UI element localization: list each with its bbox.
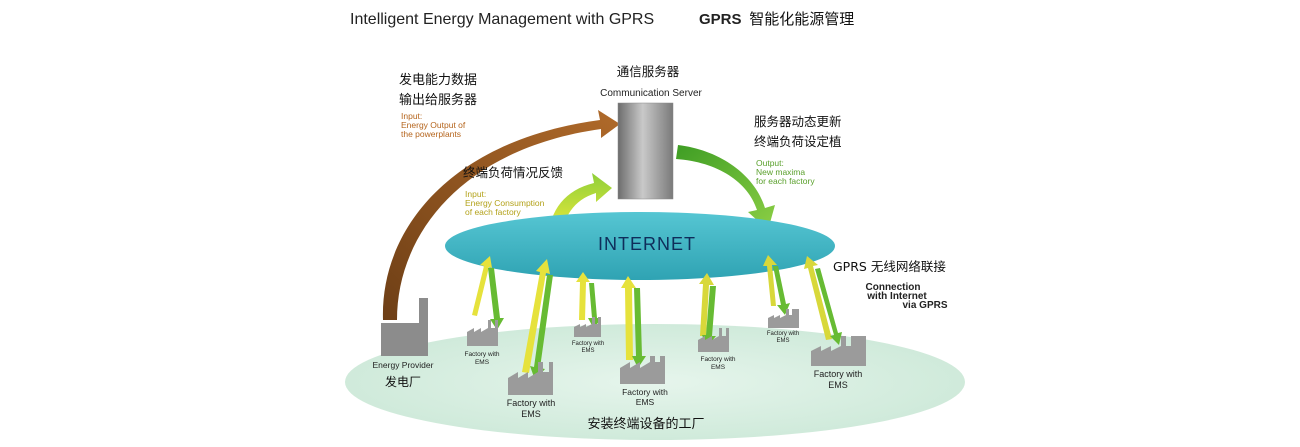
- communication-server: [617, 102, 674, 200]
- gprs-arrow-up: [472, 256, 492, 316]
- factory-label: EMS: [776, 338, 789, 344]
- gprs-arrow-down: [702, 286, 716, 347]
- gprs-arrow-up: [763, 255, 777, 306]
- factory-label: EMS: [828, 380, 848, 390]
- factory-label: Factory with: [622, 387, 668, 397]
- factory-icon: [508, 362, 553, 395]
- energy-output-label-en-2: Energy Output of: [401, 120, 466, 130]
- energy-output-arrow: [382, 110, 620, 320]
- energy-output-label-cn-1: 发电能力数据: [399, 72, 477, 88]
- title-chinese: GPRS 智能化能源管理: [699, 10, 854, 28]
- factory-1: Factory with EMS: [464, 320, 500, 366]
- factory-5: Factory with EMS: [698, 328, 736, 371]
- gprs-arrow-down: [815, 268, 842, 345]
- factory-icon: [620, 356, 665, 384]
- factory-4: Factory with EMS: [620, 356, 668, 407]
- factory-icon: [467, 320, 498, 346]
- factory-label: EMS: [711, 364, 726, 371]
- factory-icon: [574, 317, 601, 337]
- factory-2: Factory with EMS: [507, 362, 556, 419]
- gprs-label-en-1: Connection: [866, 282, 921, 293]
- gprs-arrows: [472, 255, 842, 380]
- gprs-arrow-up: [621, 276, 636, 360]
- factory-7: Factory with EMS: [811, 336, 866, 390]
- consumption-label-en-3: of each factory: [465, 207, 522, 217]
- factory-label: Factory with: [464, 351, 499, 358]
- title-english: Intelligent Energy Management with GPRS: [350, 11, 654, 28]
- update-label-cn-2: 终端负荷设定植: [754, 134, 842, 149]
- title-chinese-prefix: GPRS: [699, 11, 742, 28]
- gprs-arrow-down: [488, 268, 504, 330]
- update-label-en-2: New maxima: [756, 167, 805, 177]
- gprs-label-en-3: via GPRS: [902, 300, 947, 311]
- energy-provider-label-cn: 发电厂: [385, 374, 421, 389]
- factory-label: Factory with: [507, 398, 556, 408]
- consumption-label-cn: 终端负荷情况反馈: [463, 165, 563, 180]
- factory-icon: [698, 328, 729, 352]
- update-label-en-1: Output:: [756, 158, 784, 168]
- factory-label: EMS: [475, 359, 490, 366]
- gprs-arrow-up: [804, 256, 832, 340]
- gprs-label-en-2: with Internet: [866, 291, 927, 302]
- update-label-en-3: for each factory: [756, 176, 815, 186]
- factory-3: Factory with EMS: [572, 317, 604, 354]
- server-label-en: Communication Server: [600, 88, 702, 99]
- server-label-cn: 通信服务器: [617, 64, 680, 79]
- factory-label: Factory with: [572, 341, 604, 347]
- title-chinese-suffix: 智能化能源管理: [749, 10, 854, 28]
- consumption-label-en-2: Energy Consumption: [465, 198, 545, 208]
- factory-6: Factory with EMS: [767, 309, 799, 344]
- factory-label: Factory with: [700, 356, 735, 363]
- factory-label: Factory with: [767, 331, 799, 337]
- factory-label: EMS: [521, 409, 541, 419]
- factory-icon: [768, 309, 799, 328]
- energy-provider-label-en: Energy Provider: [373, 360, 434, 370]
- factory-label: EMS: [636, 397, 655, 407]
- energy-provider-building: [381, 298, 428, 356]
- energy-output-label-en-3: the powerplants: [401, 129, 461, 139]
- gprs-arrow-down: [773, 266, 790, 315]
- gprs-arrow-up: [699, 273, 714, 336]
- internet-label: INTERNET: [598, 234, 696, 254]
- gprs-arrow-down: [530, 275, 553, 380]
- factory-label: Factory with: [814, 369, 863, 379]
- update-label-cn-1: 服务器动态更新: [754, 114, 842, 129]
- gprs-arrow-down: [588, 283, 601, 329]
- gprs-arrow-down: [632, 288, 646, 368]
- factory-label: EMS: [581, 348, 594, 354]
- energy-output-label-en-1: Input:: [401, 111, 422, 121]
- factory-icon: [811, 336, 866, 366]
- gprs-arrow-up: [522, 259, 550, 373]
- factory-group-label-cn: 安装终端设备的工厂: [587, 416, 704, 432]
- energy-output-label-cn-2: 输出给服务器: [399, 92, 477, 108]
- internet-cloud: [445, 212, 835, 280]
- gprs-arrow-up: [576, 272, 590, 320]
- gprs-label-cn: GPRS 无线网络联接: [833, 259, 946, 274]
- consumption-label-en-1: Input:: [465, 189, 486, 199]
